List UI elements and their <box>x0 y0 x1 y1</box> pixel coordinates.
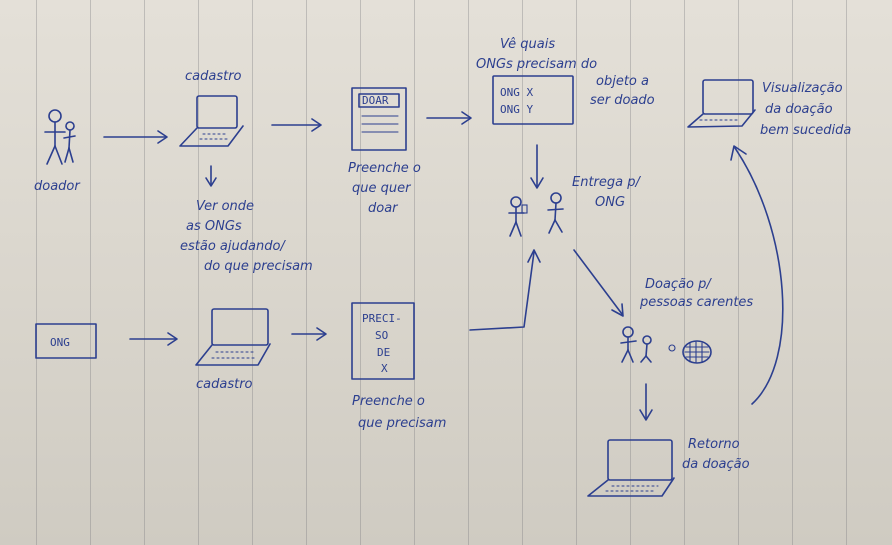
doacao-line1: Doação p/ <box>645 277 712 292</box>
entrega-figures <box>508 192 564 237</box>
entrega-line2: ONG <box>595 195 625 210</box>
doador-label: doador <box>34 179 81 194</box>
ve-quais-line4: ser doado <box>590 93 655 108</box>
arrow-cadastro-to-doar <box>271 118 322 132</box>
ong-list-icon <box>492 75 574 125</box>
retorno-line1: Retorno <box>688 437 740 452</box>
arrow-retorno-to-visualizacao <box>730 145 784 405</box>
arrow-cadastro-down <box>205 165 217 187</box>
laptop-icon <box>179 95 244 147</box>
ver-onde-line1: Ver onde <box>196 199 254 214</box>
arrow-doar-to-onglist <box>426 111 472 125</box>
ver-onde-line3: estão ajudando/ <box>180 239 286 254</box>
ve-quais-line2: ONGs precisam do <box>476 57 597 72</box>
ong-y-label: ONG Y <box>500 103 533 116</box>
donation-package-icon <box>668 340 712 364</box>
ver-onde-line4: do que precisam <box>204 259 313 274</box>
preenche-precisam-line2: que precisam <box>358 416 446 431</box>
ve-quais-line3: objeto a <box>596 74 649 89</box>
visualizacao-line2: da doação <box>765 102 833 117</box>
arrow-doador-to-cadastro <box>103 130 168 144</box>
precisa-form-icon <box>351 302 415 380</box>
visualizacao-line1: Visualização <box>762 81 843 96</box>
preenche-doar-line1: Preenche o <box>348 161 421 176</box>
arrow-ong-to-cadastro <box>129 332 178 346</box>
preenche-doar-line3: doar <box>368 201 399 216</box>
ong-x-label: ONG X <box>500 86 533 99</box>
ve-quais-line1: Vê quais <box>500 37 555 52</box>
precisa-line2: SO <box>375 329 388 342</box>
arrow-onglist-down <box>530 144 544 189</box>
preenche-doar-line2: que quer <box>352 181 412 196</box>
arrow-entrega-to-doacao <box>573 249 624 317</box>
doador-figure <box>44 109 76 165</box>
doar-form-icon <box>351 87 407 151</box>
cadastro-top-label: cadastro <box>185 69 242 84</box>
preenche-precisam-line1: Preenche o <box>352 394 425 409</box>
cadastro-bottom-label: cadastro <box>196 377 253 392</box>
arrow-cadastro-to-precisa <box>291 327 327 341</box>
ong-box-label: ONG <box>50 336 70 349</box>
arrow-precisa-to-entrega <box>469 249 541 331</box>
precisa-line1: PRECI- <box>362 312 402 325</box>
ver-onde-line2: as ONGs <box>186 219 242 234</box>
laptop-icon <box>687 79 756 128</box>
precisa-line3: DE <box>377 346 390 359</box>
arrow-doacao-to-retorno <box>639 383 653 421</box>
entrega-line1: Entrega p/ <box>572 175 641 190</box>
retorno-line2: da doação <box>682 457 750 472</box>
doar-form-title: DOAR <box>362 94 389 107</box>
precisa-line4: X <box>381 362 388 375</box>
visualizacao-line3: bem sucedida <box>760 123 851 138</box>
doacao-line2: pessoas carentes <box>639 295 753 310</box>
doacao-figures <box>620 326 652 363</box>
ong-box-icon <box>35 323 97 359</box>
laptop-icon <box>587 439 675 497</box>
laptop-icon <box>195 308 271 366</box>
